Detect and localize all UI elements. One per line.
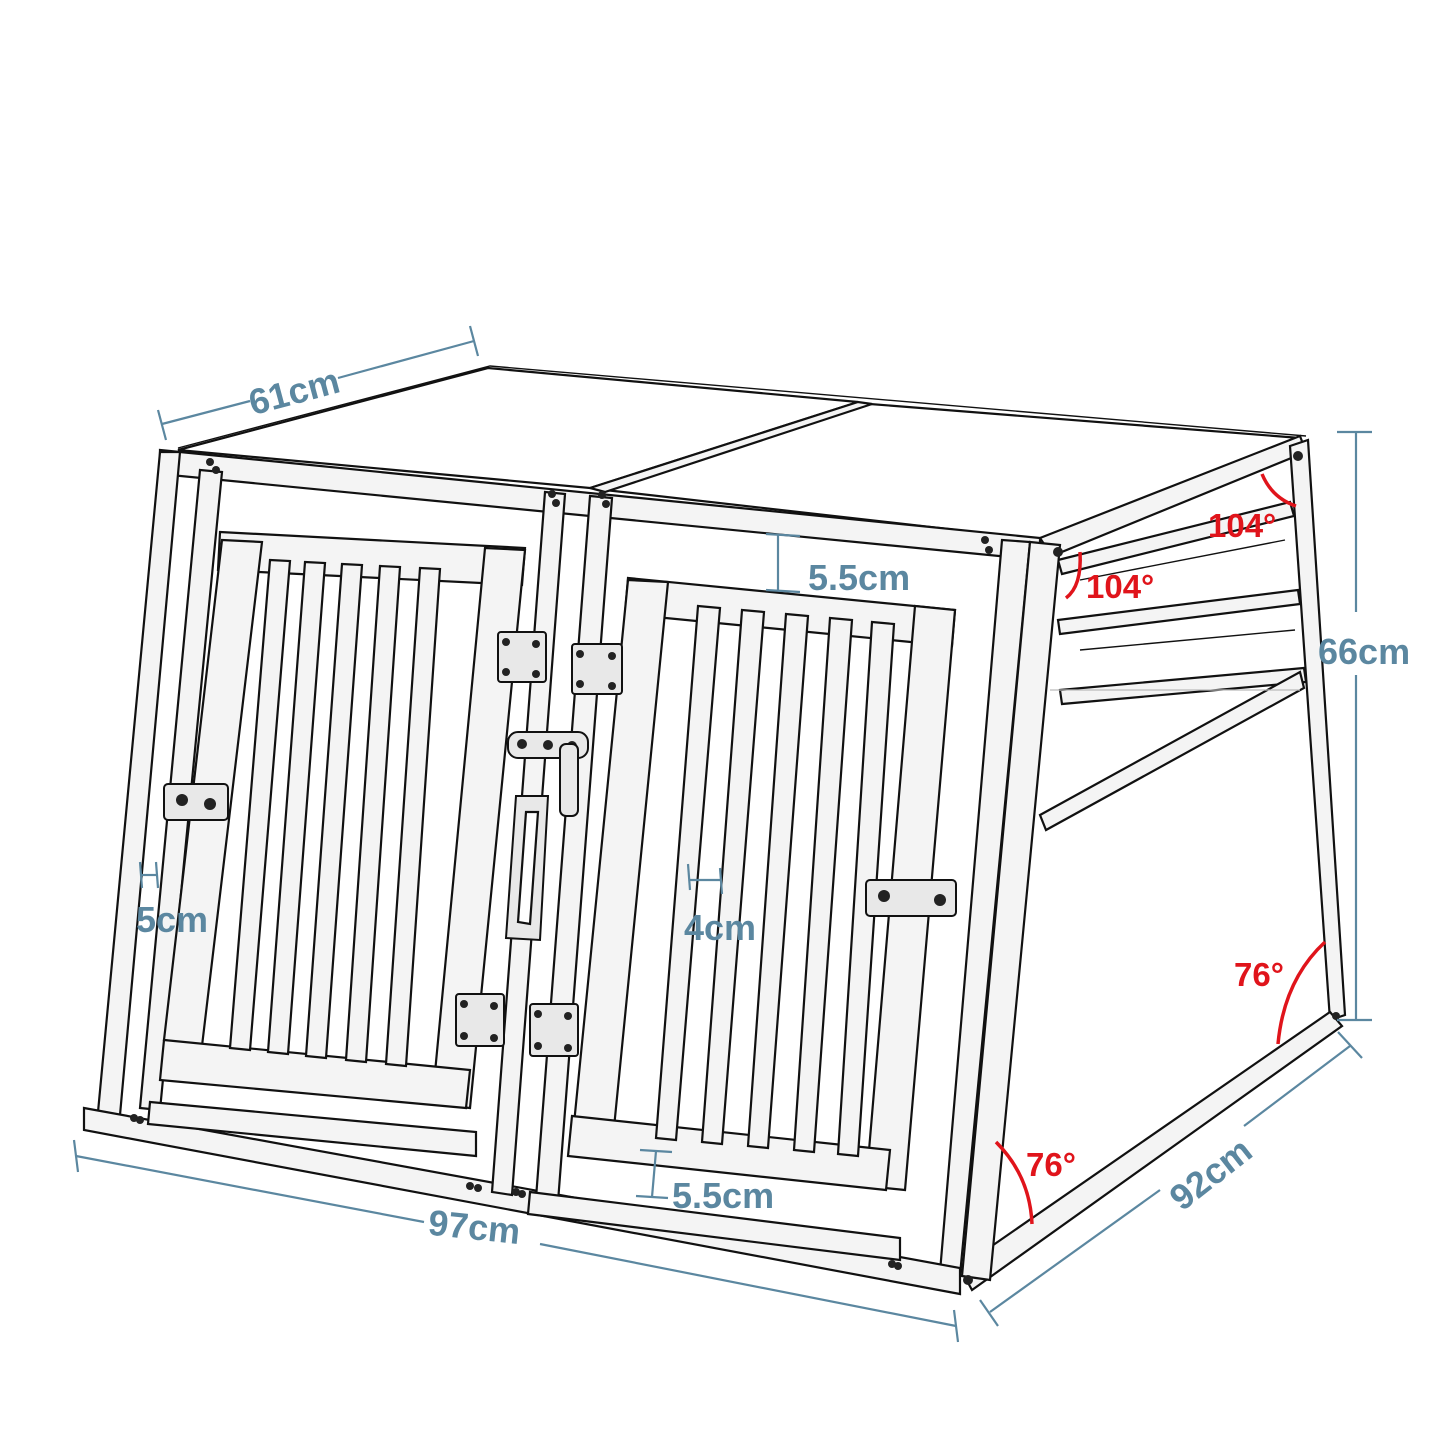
dim-door-bottom-rail-label: 5.5cm	[672, 1175, 774, 1216]
angle-rear-top-outer-label: 104°	[1208, 507, 1276, 544]
left-bar-3	[304, 562, 364, 1060]
right-bar-4	[792, 616, 854, 1154]
angle-annotations: 104° 104° 76° 76°	[994, 473, 1327, 1225]
angle-rear-top-outer: 104°	[1208, 473, 1297, 544]
dim-width: 97cm	[72, 1139, 960, 1343]
right-door[interactable]	[526, 576, 957, 1262]
right-door-bottom-rail	[566, 1114, 892, 1192]
left-door-hinge-bottom	[455, 993, 505, 1047]
roof-rear-edge	[177, 365, 1307, 449]
right-door-kick-rail	[526, 1190, 902, 1262]
left-door-hinge-top	[497, 631, 547, 683]
left-door-bottom-rail	[158, 1038, 472, 1110]
roof-divider	[586, 400, 873, 494]
dim-door-top-rail-label: 5.5cm	[808, 557, 910, 598]
angle-rear-top-inner: 104°	[1064, 551, 1154, 605]
side-bar-rail-2	[1079, 629, 1296, 651]
side-frame	[958, 434, 1347, 1292]
front-bottom-rail	[82, 1106, 962, 1296]
left-door-latch[interactable]	[163, 783, 229, 821]
dim-door-top-rail: 5.5cm	[765, 532, 910, 598]
right-bar-3	[746, 612, 810, 1150]
left-door-top-rail	[216, 530, 527, 587]
dim-bar-spacing-right: 4cm	[684, 863, 756, 948]
dim-bar-spacing-right-label: 4cm	[684, 907, 756, 948]
side-lower-rail	[1038, 670, 1306, 832]
corner-bolts	[130, 451, 1340, 1285]
left-bar-1	[228, 558, 292, 1052]
dim-door-bottom-rail: 5.5cm	[635, 1148, 774, 1216]
side-bar-2	[1056, 588, 1302, 636]
left-bar-4	[344, 564, 402, 1064]
right-side-post	[960, 540, 1062, 1282]
center-handle[interactable]	[504, 795, 550, 942]
dim-bar-spacing-left-label: 5cm	[136, 899, 208, 940]
side-bar-1	[1056, 500, 1296, 576]
right-door-bars	[654, 604, 896, 1158]
dim-width-label: 97cm	[426, 1202, 522, 1252]
left-bar-5	[384, 566, 442, 1068]
crate-drawing	[82, 365, 1347, 1296]
rear-post	[1288, 438, 1347, 1022]
dim-height: 66cm	[1318, 430, 1410, 1022]
dim-height-label: 66cm	[1318, 631, 1410, 672]
left-door-bars	[228, 558, 442, 1068]
side-bottom-rail	[958, 1010, 1344, 1292]
side-bar-3	[1058, 666, 1308, 706]
angle-rear-bottom: 76°	[1234, 940, 1327, 1045]
center-lock[interactable]	[507, 731, 589, 817]
left-door-hinge-stile	[430, 546, 527, 1110]
side-bar-rail-1	[1079, 539, 1286, 581]
dim-bar-spacing-left: 5cm	[136, 861, 208, 940]
right-door-hinge-bottom	[529, 1003, 579, 1057]
angle-front-bottom: 76°	[994, 1140, 1076, 1225]
left-door[interactable]	[146, 530, 547, 1158]
angle-rear-bottom-label: 76°	[1234, 956, 1284, 993]
right-bar-2	[700, 608, 766, 1146]
left-door-kick-rail	[146, 1100, 478, 1158]
right-door-latch[interactable]	[865, 879, 957, 917]
angle-rear-top-inner-label: 104°	[1086, 568, 1154, 605]
angle-front-bottom-label: 76°	[1026, 1146, 1076, 1183]
right-door-hinge-top	[571, 643, 623, 695]
left-bar-2	[266, 560, 327, 1056]
